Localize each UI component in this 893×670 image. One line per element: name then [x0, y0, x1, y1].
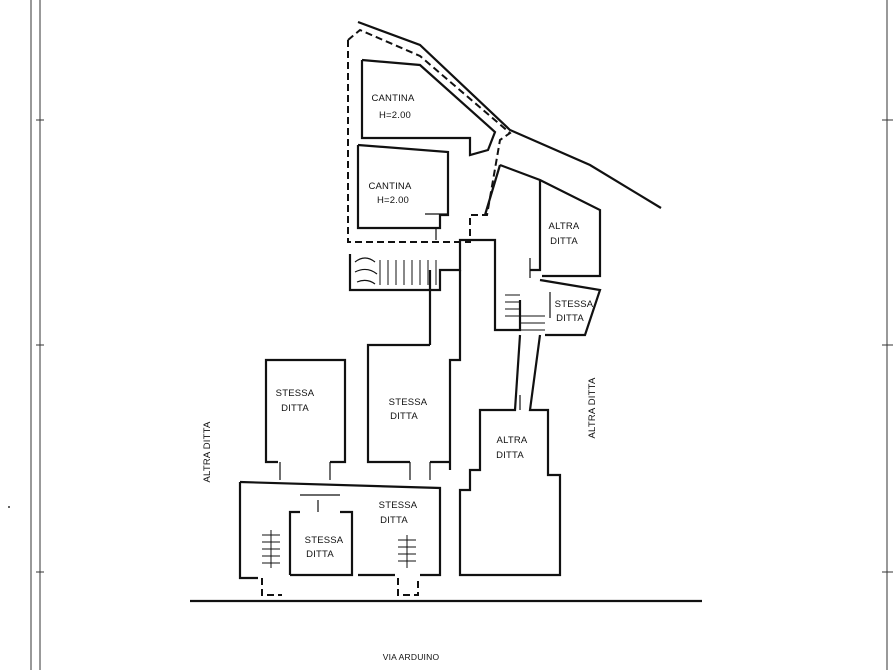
- street-label: VIA ARDUINO: [383, 652, 440, 662]
- cantina-top-label-2: H=2.00: [379, 110, 411, 121]
- stair-lower-left: [262, 530, 280, 568]
- stessa-ditta-center-label-1: STESSA: [389, 397, 428, 408]
- right-neighbor-label: ALTRA DITTA: [587, 377, 598, 438]
- altra-ditta-lower-label-1: ALTRA: [497, 435, 528, 446]
- cantina-mid-label-2: H=2.00: [377, 195, 409, 206]
- stessa-ditta-center-label-2: DITTA: [390, 411, 418, 422]
- stessa-ditta-bottom-center-label-2: DITTA: [306, 549, 334, 560]
- altra-ditta-top-label-2: DITTA: [550, 236, 578, 247]
- cantina-top-label-1: CANTINA: [371, 93, 415, 104]
- stessa-ditta-bottom-right-label-2: DITTA: [380, 515, 408, 526]
- corridor-upper-walls: [348, 238, 470, 292]
- altra-ditta-lower-label-2: DITTA: [496, 450, 524, 461]
- sheet-frame: [30, 0, 893, 670]
- altra-ditta-top-walls: [499, 163, 602, 278]
- stessa-ditta-left-upper-label-1: STESSA: [276, 388, 315, 399]
- stray-dot: [8, 506, 10, 508]
- cantina-mid-label-1: CANTINA: [368, 181, 412, 192]
- stair-right: [505, 294, 545, 331]
- stessa-ditta-bottom-center-label-1: STESSA: [305, 535, 344, 546]
- stair-lower-right: [398, 535, 416, 568]
- cantina-mid-walls: [356, 143, 450, 230]
- stessa-ditta-left-upper-label-2: DITTA: [281, 403, 309, 414]
- stessa-ditta-bottom-right-label-1: STESSA: [379, 500, 418, 511]
- stessa-ditta-center-walls: [366, 343, 430, 464]
- altra-ditta-top-label-1: ALTRA: [549, 221, 580, 232]
- boundary-wall-top: [357, 20, 662, 209]
- cantina-dashed-boundary: [347, 28, 512, 243]
- stessa-ditta-small-right-label-2: DITTA: [556, 313, 584, 324]
- left-neighbor-label: ALTRA DITTA: [202, 421, 213, 482]
- stessa-ditta-small-right-walls: [539, 278, 602, 337]
- stessa-ditta-small-right-label-1: STESSA: [555, 299, 594, 310]
- stessa-ditta-left-upper-walls: [264, 358, 347, 464]
- lower-block-walls: [239, 480, 442, 577]
- stair-upper: [354, 257, 437, 285]
- cantina-top-walls: [360, 58, 497, 157]
